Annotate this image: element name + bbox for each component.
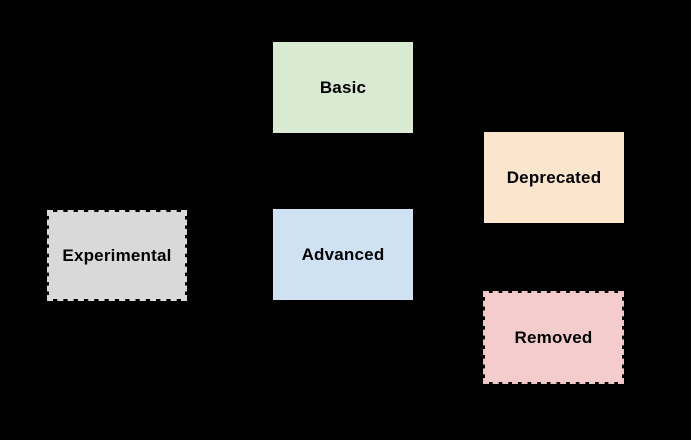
node-advanced: Advanced <box>273 209 413 300</box>
node-deprecated: Deprecated <box>484 132 624 223</box>
node-basic-label: Basic <box>319 77 367 97</box>
node-experimental: Experimental <box>47 210 187 301</box>
node-basic: Basic <box>273 42 413 133</box>
node-removed-label: Removed <box>514 327 593 347</box>
node-removed: Removed <box>483 291 624 384</box>
node-deprecated-label: Deprecated <box>506 167 602 187</box>
node-advanced-label: Advanced <box>301 244 385 264</box>
node-experimental-label: Experimental <box>62 245 172 265</box>
